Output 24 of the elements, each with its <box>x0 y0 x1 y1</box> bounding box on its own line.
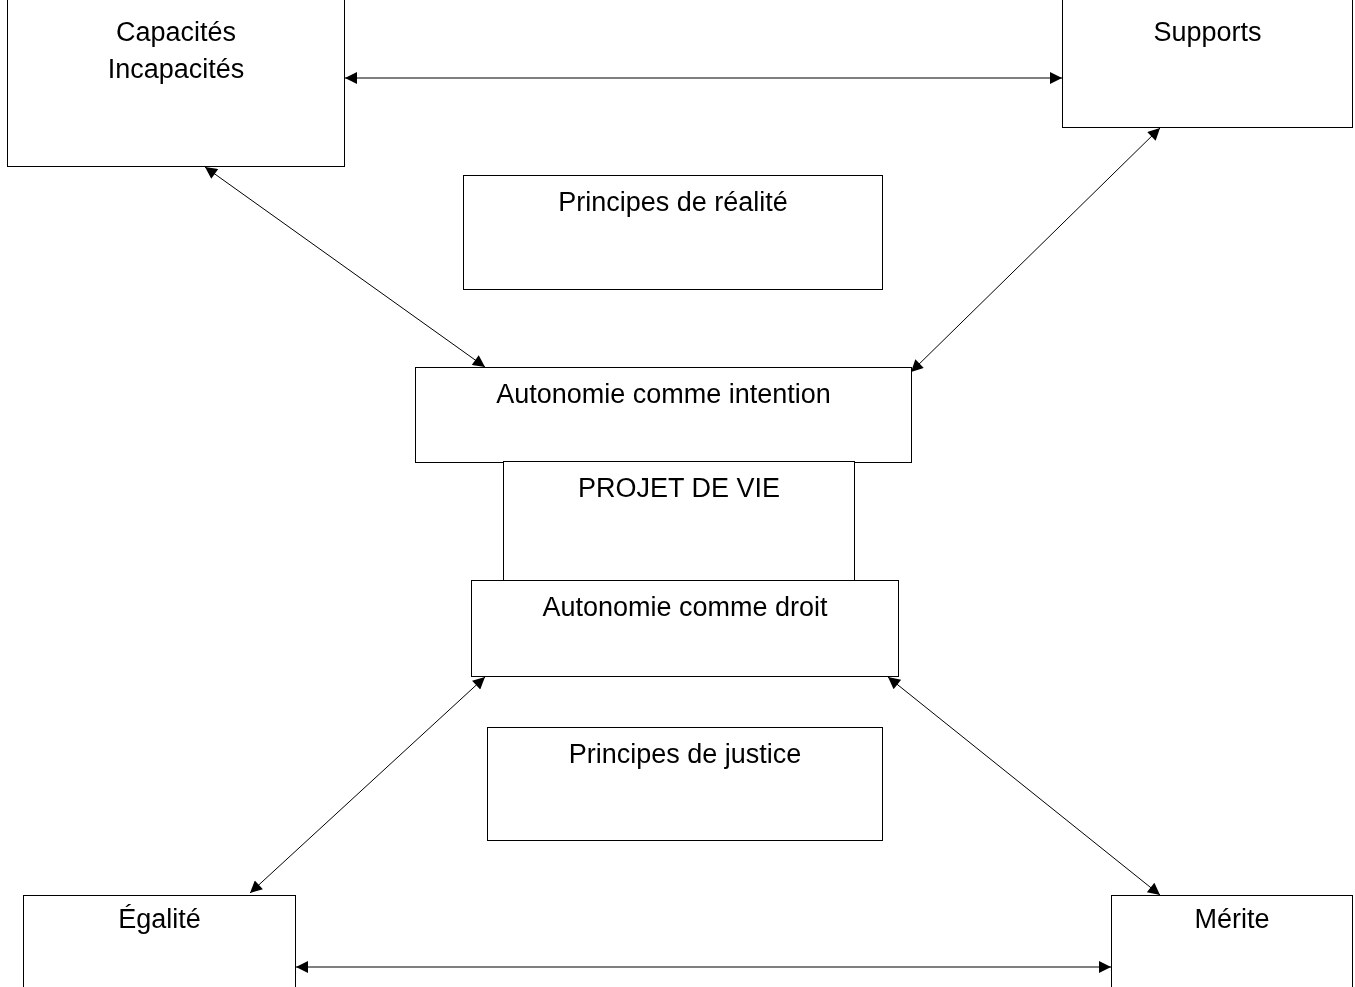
double-arrow <box>204 166 486 368</box>
text-box <box>7 0 345 167</box>
double-arrow <box>887 676 1161 896</box>
double-arrow <box>344 72 1063 84</box>
double-arrow <box>910 127 1161 373</box>
text-box <box>415 367 912 463</box>
double-arrow <box>295 961 1112 973</box>
box-label: Mérite <box>1194 903 1270 936</box>
box-label: PROJET DE VIE <box>577 472 781 505</box>
double-arrow <box>249 676 486 894</box>
text-box <box>1111 895 1353 987</box>
text-box <box>463 175 883 290</box>
box-label: Supports <box>1153 16 1262 49</box>
box-label: Principes de réalité <box>558 186 788 219</box>
box-label: Autonomie comme droit <box>542 591 828 624</box>
box-label: Égalité <box>118 903 201 936</box>
text-box <box>1062 0 1353 128</box>
text-box <box>471 580 899 677</box>
box-label: Principes de justice <box>568 738 802 771</box>
text-box <box>487 727 883 841</box>
text-box <box>23 895 296 987</box>
text-box <box>503 461 855 581</box>
box-label: Capacités Incapacités <box>106 16 246 86</box>
box-label: Autonomie comme intention <box>496 378 831 411</box>
